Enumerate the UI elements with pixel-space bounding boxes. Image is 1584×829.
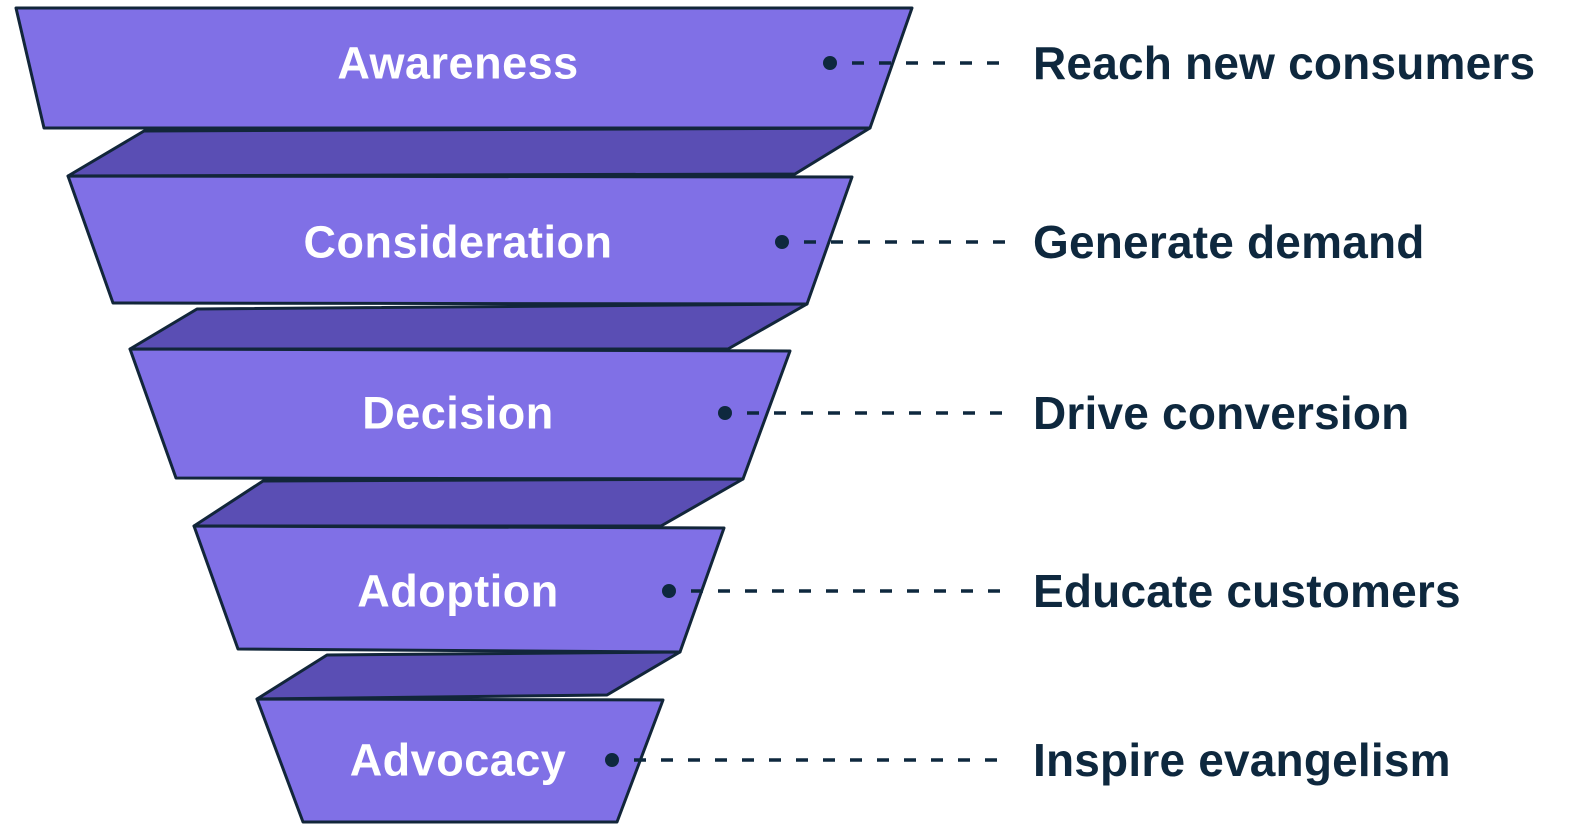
funnel-stage-shape-adoption [192, 524, 726, 654]
connector-dot-consideration [775, 235, 789, 249]
funnel-fold-2 [128, 302, 809, 351]
funnel-fold-1 [66, 126, 872, 178]
stage-label-adoption: Adoption [357, 566, 558, 617]
connector-dot-decision [718, 406, 732, 420]
stage-label-awareness: Awareness [337, 38, 578, 89]
stage-description-decision: Drive conversion [1033, 387, 1409, 439]
stage-description-consideration: Generate demand [1033, 216, 1425, 268]
stage-description-awareness: Reach new consumers [1033, 37, 1535, 89]
funnel-stage-shape-advocacy [255, 697, 665, 824]
connector-dot-awareness [823, 56, 837, 70]
stage-description-advocacy: Inspire evangelism [1033, 734, 1451, 786]
stage-label-advocacy: Advocacy [350, 735, 567, 786]
stage-description-adoption: Educate customers [1033, 565, 1461, 617]
stage-label-decision: Decision [362, 388, 554, 439]
connector-dot-advocacy [605, 753, 619, 767]
funnel-stage-shape-awareness [14, 6, 914, 130]
funnel-stage-shape-decision [128, 347, 792, 481]
stage-label-consideration: Consideration [303, 217, 612, 268]
connector-dot-adoption [662, 584, 676, 598]
funnel-fold-4 [255, 650, 682, 701]
funnel-fold-3 [192, 477, 745, 528]
funnel-stage-shape-consideration [66, 174, 854, 306]
